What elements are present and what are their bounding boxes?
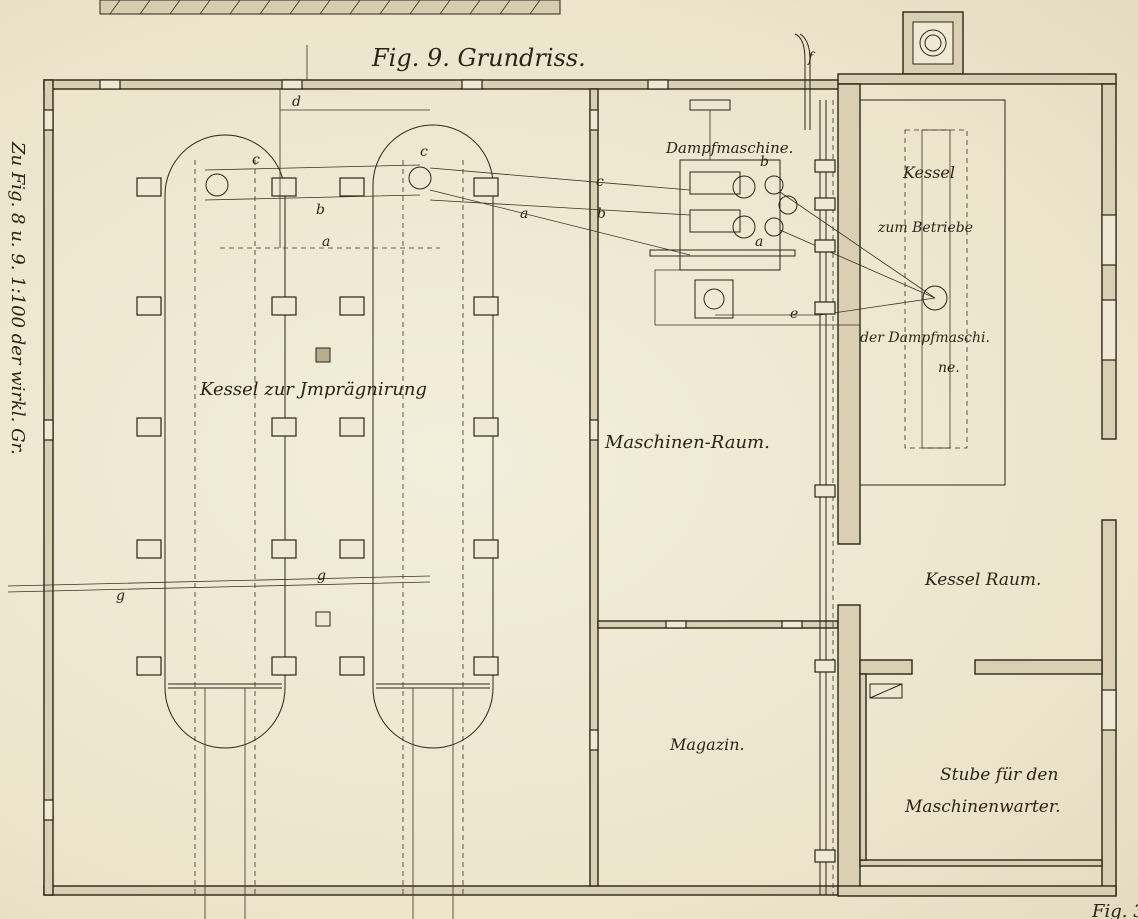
steam-boiler (859, 99, 1006, 486)
label-boiler-1: Kessel (902, 163, 955, 182)
marker-d: d (292, 94, 301, 110)
label-attendant-room-2: Maschinenwarter. (904, 797, 1061, 817)
corner-figure-label: Fig. 3 (1091, 901, 1138, 919)
marker-b: b (597, 206, 606, 222)
chimney (902, 11, 964, 75)
scale-note: Zu Fig. 8 u. 9. 1:100 der wirkl. Gr. (7, 141, 28, 455)
label-attendant-room-1: Stube für den (940, 765, 1058, 785)
marker-c: c (420, 144, 428, 160)
shaft-bearings (814, 159, 836, 863)
impregnation-cylinders (164, 124, 494, 919)
steam-engine (649, 99, 861, 326)
marker-a: a (755, 234, 763, 250)
marker-a: a (520, 206, 528, 222)
label-impregnation: Kessel zur Jmprägnirung (199, 379, 427, 400)
marker-f: f (807, 50, 816, 66)
marker-c: c (252, 152, 260, 168)
marker-b: b (316, 202, 325, 218)
label-boiler-room: Kessel Raum. (924, 570, 1041, 590)
label-steam-engine: Dampfmaschine. (665, 139, 793, 157)
pillar-bases (136, 177, 499, 676)
top-section-remnant (99, 0, 561, 15)
stove-diagonal (869, 683, 903, 699)
label-machine-room: Maschinen-Raum. (604, 432, 770, 453)
marker-g: g (317, 568, 326, 584)
wall-piers (43, 79, 1117, 821)
pipes (7, 33, 936, 895)
figure-title: Fig. 9. Grundriss. (371, 44, 586, 72)
label-boiler-2: zum Betriebe (877, 220, 973, 236)
stove-box (869, 683, 903, 699)
label-boiler-4: ne. (938, 360, 960, 376)
label-boiler-3: der Dampfmaschi. (860, 330, 990, 346)
marker-e: e (790, 306, 798, 322)
label-magazine: Magazin. (669, 735, 745, 754)
marker-c: c (596, 174, 604, 190)
marker-g: g (116, 588, 125, 604)
marker-a: a (322, 234, 330, 250)
marker-b: b (760, 154, 769, 170)
